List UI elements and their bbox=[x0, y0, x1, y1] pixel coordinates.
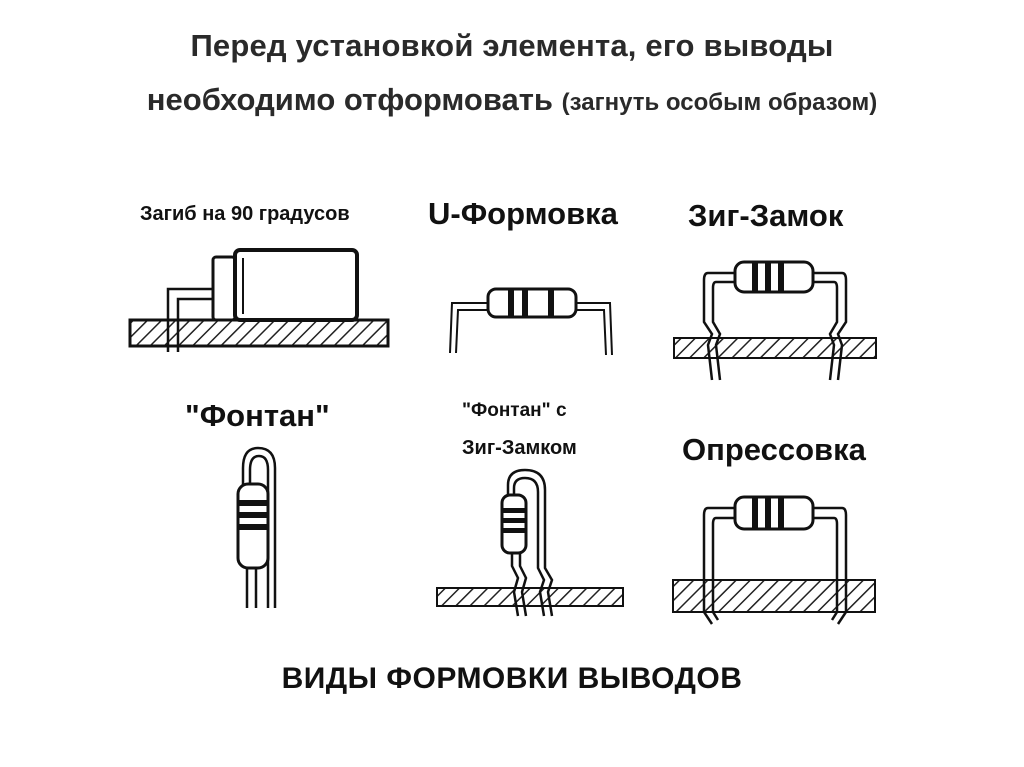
slide-title-line2-main: необходимо отформовать bbox=[146, 82, 553, 117]
bend-90-illustration bbox=[128, 248, 390, 352]
slide-title-line2-paren: (загнуть особым образом) bbox=[561, 89, 878, 116]
label-fountain-zig-line1: "Фонтан" с bbox=[462, 400, 567, 421]
label-u-form: U-Формовка bbox=[428, 196, 618, 231]
label-bend-90: Загиб на 90 градусов bbox=[140, 203, 350, 225]
crimp-illustration bbox=[672, 495, 876, 625]
slide-title-line2: необходимо отформовать (загнуть особым о… bbox=[0, 82, 1024, 118]
zig-lock-illustration bbox=[673, 260, 877, 381]
label-fountain: "Фонтан" bbox=[185, 398, 330, 433]
label-fountain-zig-line2: Зиг-Замком bbox=[462, 437, 577, 459]
diagram-caption: ВИДЫ ФОРМОВКИ ВЫВОДОВ bbox=[281, 662, 743, 695]
fountain-zig-lock-illustration bbox=[436, 468, 624, 617]
fountain-illustration bbox=[236, 446, 277, 608]
slide-title-line1: Перед установкой элемента, его выводы bbox=[190, 28, 834, 63]
label-zig-lock: Зиг-Замок bbox=[688, 198, 844, 233]
label-crimp: Опрессовка bbox=[682, 432, 866, 467]
u-form-illustration bbox=[449, 287, 613, 356]
